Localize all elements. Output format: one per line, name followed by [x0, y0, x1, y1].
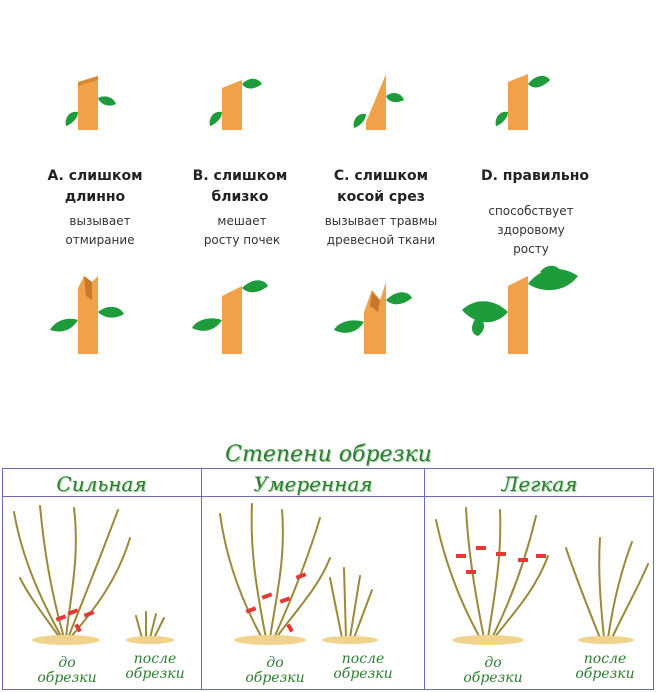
cut-illustrations: [50, 74, 578, 354]
stem-a-top: [65, 76, 116, 130]
moderate-after-label: после обрезки: [333, 651, 393, 682]
bush-light-after: [565, 537, 649, 639]
bush-heavy-after: [135, 611, 165, 639]
bush-light-before: [435, 507, 549, 639]
stem-c-top: [353, 74, 404, 130]
cut-d-title: D. правильно: [480, 168, 590, 184]
column-moderate-header: Умеренная: [253, 472, 373, 496]
moderate-before-label: до обрезки: [245, 655, 305, 686]
bush-moderate-after: [329, 567, 373, 639]
cut-c-desc: вызывает травмы древесной ткани: [324, 214, 438, 247]
stem-b-bottom: [192, 280, 268, 354]
header-divider: [2, 496, 654, 497]
stem-b-top: [209, 78, 262, 130]
cut-marks: [55, 546, 546, 633]
ground-moderate-before: [234, 635, 306, 645]
ground-heavy-after: [126, 636, 174, 644]
degrees-title: Степени обрезки: [225, 442, 432, 467]
stem-a-bottom: [50, 276, 124, 354]
degrees-table: [2, 468, 654, 690]
cut-b-title: B. слишком близко: [192, 168, 288, 205]
light-before-label: до обрезки: [463, 655, 523, 686]
stem-c-bottom: [334, 282, 412, 354]
ground-light-before: [452, 635, 524, 645]
cut-a-desc: вызывает отмирание: [65, 214, 135, 247]
heavy-before-label: до обрезки: [37, 655, 97, 686]
ground-light-after: [578, 636, 634, 644]
stem-d-bottom: [462, 265, 578, 354]
column-divider-2: [424, 468, 425, 690]
bush-moderate-before: [219, 503, 331, 639]
ground-moderate-after: [322, 636, 378, 644]
cut-d-desc: способствует здоровому росту: [488, 204, 574, 256]
light-after-label: после обрезки: [575, 651, 635, 682]
ground-heavy-before: [32, 635, 100, 645]
column-heavy-header: Сильная: [56, 472, 147, 496]
cut-b-desc: мешает росту почек: [203, 214, 281, 247]
bush-heavy-before: [13, 505, 131, 639]
bush-illustrations: [13, 503, 649, 645]
column-divider-1: [201, 468, 202, 690]
cut-c-title: C. слишком косой срез: [333, 168, 429, 205]
column-light-header: Легкая: [501, 472, 578, 496]
stem-d-top: [495, 74, 550, 130]
cut-a-title: A. слишком длинно: [47, 168, 143, 205]
heavy-after-label: после обрезки: [125, 651, 185, 682]
